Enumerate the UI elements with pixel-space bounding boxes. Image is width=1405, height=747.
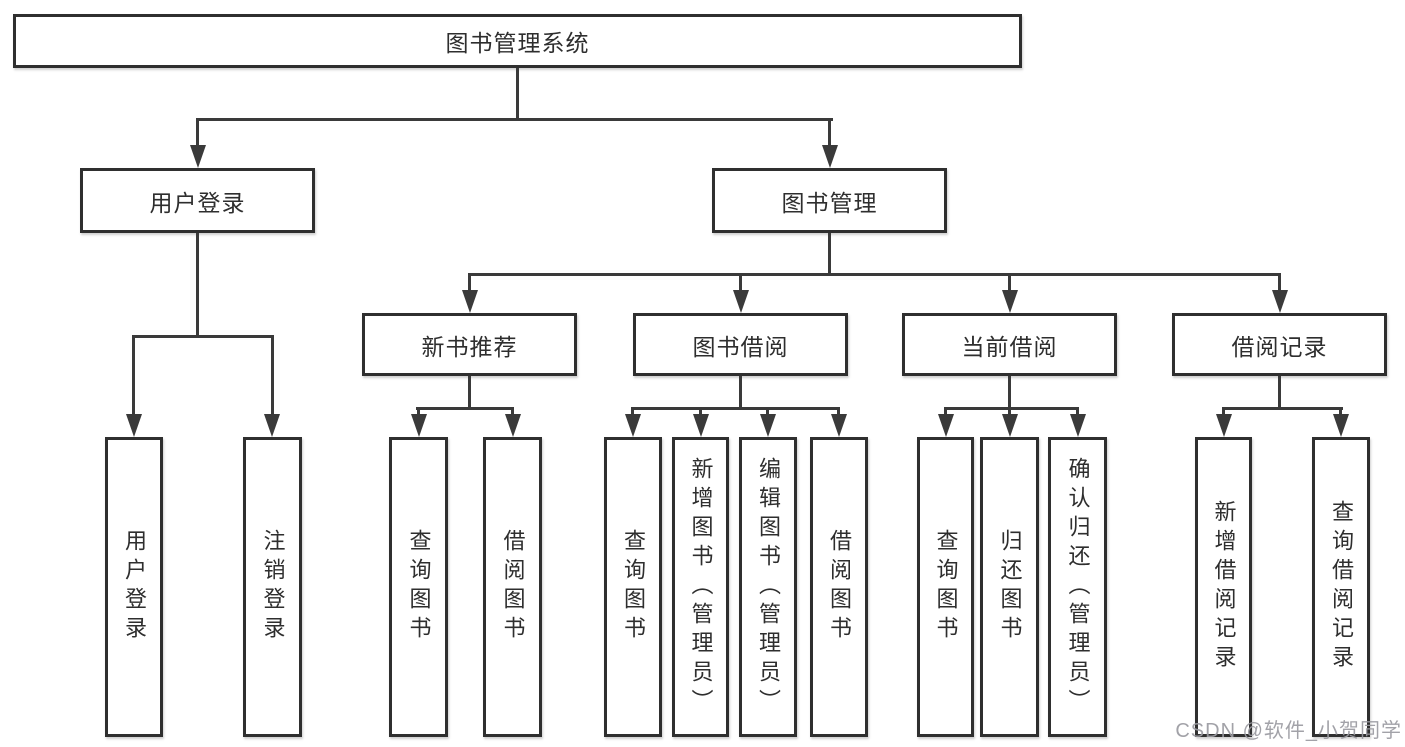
- node-current-borrow: 当前借阅: [902, 313, 1117, 376]
- connector-root-stem: [516, 68, 519, 118]
- leaf-label: 查询图书: [621, 529, 646, 645]
- leaf-node-borrow-books: 借阅图书: [810, 437, 868, 737]
- arrowhead-leaf-c1: [625, 414, 641, 437]
- leaf-label: 借阅图书: [827, 529, 852, 645]
- arrowhead-book-mgmt: [822, 145, 838, 168]
- connector-bar-user-login: [132, 335, 273, 338]
- arrowhead-leaf-c4: [831, 414, 847, 437]
- connector-drop-leaf-c2: [699, 407, 702, 417]
- leaf-label: 查询图书: [933, 529, 959, 645]
- leaf-node-add-borrow-record: 新增借阅记录: [1195, 437, 1252, 737]
- leaf-label: 编辑图书（管理员）: [756, 456, 781, 718]
- connector-drop-new-book-rec: [468, 273, 471, 293]
- arrowhead-book-borrow: [733, 290, 749, 313]
- connector-bar-current-borrow: [944, 407, 1079, 410]
- connector-book-mgmt-stem: [828, 233, 831, 273]
- leaf-label: 用户登录: [122, 529, 147, 645]
- node-current-borrow-label: 当前借阅: [961, 333, 1058, 360]
- connector-drop-current-borrow: [1008, 273, 1011, 293]
- arrowhead-leaf-b2: [505, 414, 521, 437]
- leaf-node-query-books-borrow: 查询图书: [604, 437, 662, 737]
- arrowhead-leaf-c3: [760, 414, 776, 437]
- connector-bar-level3: [468, 273, 1281, 276]
- leaf-label: 查询图书: [406, 529, 432, 645]
- arrowhead-leaf-a2: [264, 414, 280, 437]
- connector-drop-book-mgmt: [828, 118, 831, 148]
- node-new-book-rec-label: 新书推荐: [421, 333, 518, 360]
- leaf-node-add-books-admin: 新增图书（管理员）: [672, 437, 729, 737]
- connector-book-borrow-stem: [739, 376, 742, 407]
- connector-current-borrow-stem: [1008, 376, 1011, 407]
- leaf-node-confirm-return-admin: 确认归还（管理员）: [1048, 437, 1107, 737]
- leaf-label: 借阅图书: [500, 529, 526, 645]
- leaf-node-query-borrow-record: 查询借阅记录: [1312, 437, 1370, 737]
- node-book-mgmt: 图书管理: [712, 168, 947, 233]
- connector-drop-leaf-c1: [631, 407, 634, 417]
- leaf-node-query-books-rec: 查询图书: [389, 437, 448, 737]
- leaf-label: 查询借阅记录: [1329, 500, 1354, 674]
- connector-drop-user-login: [196, 118, 199, 148]
- leaf-node-query-books-current: 查询图书: [917, 437, 974, 737]
- connector-drop-leaf-c4: [837, 407, 840, 417]
- leaf-node-edit-books-admin: 编辑图书（管理员）: [739, 437, 797, 737]
- arrowhead-borrow-records: [1272, 290, 1288, 313]
- connector-drop-borrow-records: [1278, 273, 1281, 293]
- arrowhead-leaf-e2: [1333, 414, 1349, 437]
- arrowhead-leaf-a1: [126, 414, 142, 437]
- node-borrow-records-label: 借阅记录: [1231, 333, 1328, 360]
- leaf-node-user-login: 用户登录: [105, 437, 163, 737]
- connector-bar-level2: [196, 118, 833, 121]
- arrowhead-leaf-d1: [938, 414, 954, 437]
- arrowhead-leaf-e1: [1216, 414, 1232, 437]
- connector-drop-leaf-d2: [1008, 407, 1011, 417]
- node-root-label: 图书管理系统: [445, 30, 590, 56]
- connector-drop-leaf-d1: [944, 407, 947, 417]
- connector-drop-leaf-d3: [1076, 407, 1079, 417]
- node-book-borrow-label: 图书借阅: [692, 333, 789, 360]
- node-user-login: 用户登录: [80, 168, 315, 233]
- node-new-book-rec: 新书推荐: [362, 313, 577, 376]
- connector-drop-leaf-c3: [766, 407, 769, 417]
- connector-drop-book-borrow: [739, 273, 742, 293]
- connector-drop-leaf-a2: [271, 335, 274, 416]
- node-user-login-label: 用户登录: [149, 189, 246, 216]
- leaf-label: 确认归还（管理员）: [1065, 456, 1091, 718]
- leaf-node-logout: 注销登录: [243, 437, 302, 737]
- connector-new-book-rec-stem: [468, 376, 471, 407]
- leaf-label: 归还图书: [997, 529, 1023, 645]
- arrowhead-leaf-b1: [411, 414, 427, 437]
- leaf-label: 新增借阅记录: [1211, 500, 1237, 674]
- node-book-borrow: 图书借阅: [633, 313, 848, 376]
- connector-user-login-stem: [196, 233, 199, 335]
- leaf-label: 新增图书（管理员）: [688, 456, 714, 718]
- leaf-node-borrow-books-rec: 借阅图书: [483, 437, 542, 737]
- node-book-mgmt-label: 图书管理: [781, 189, 878, 216]
- connector-borrow-records-stem: [1278, 376, 1281, 407]
- arrowhead-leaf-d3: [1070, 414, 1086, 437]
- leaf-node-return-books: 归还图书: [980, 437, 1039, 737]
- connector-drop-leaf-e2: [1339, 407, 1342, 417]
- arrowhead-current-borrow: [1002, 290, 1018, 313]
- arrowhead-new-book-rec: [462, 290, 478, 313]
- node-borrow-records: 借阅记录: [1172, 313, 1387, 376]
- arrowhead-leaf-d2: [1002, 414, 1018, 437]
- connector-bar-book-borrow: [631, 407, 840, 410]
- connector-drop-leaf-a1: [132, 335, 135, 416]
- connector-drop-leaf-e1: [1222, 407, 1225, 417]
- arrowhead-user-login: [190, 145, 206, 168]
- node-root: 图书管理系统: [13, 14, 1022, 68]
- connector-drop-leaf-b1: [417, 407, 420, 417]
- arrowhead-leaf-c2: [693, 414, 709, 437]
- csdn-watermark: CSDN @软件_小贺同学: [1175, 720, 1402, 742]
- connector-drop-leaf-b2: [511, 407, 514, 417]
- leaf-label: 注销登录: [260, 529, 286, 645]
- connector-bar-borrow-records: [1222, 407, 1343, 410]
- connector-bar-new-book-rec: [416, 407, 514, 410]
